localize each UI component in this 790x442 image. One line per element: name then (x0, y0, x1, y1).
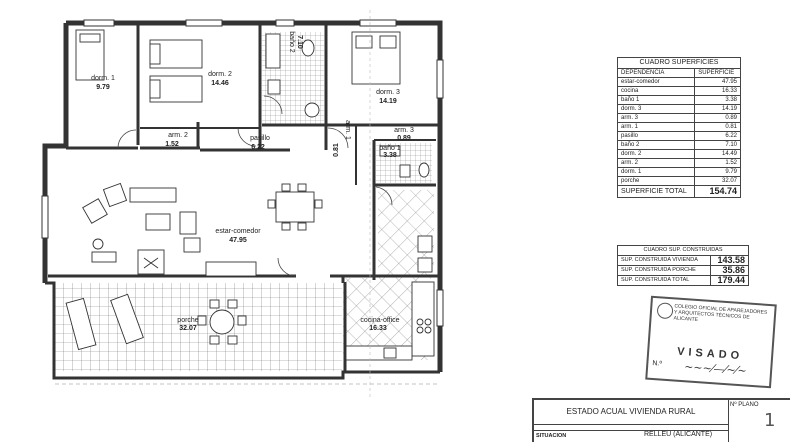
dependencia-name: arm. 1 (616, 122, 696, 132)
room-bano2-label: baño 2 (288, 31, 295, 53)
dependencia-name: dorm. 2 (616, 149, 696, 159)
dependencia-name: baño 2 (616, 140, 696, 150)
windows (41, 19, 444, 327)
superficie-total-label: SUPERFICIE TOTAL (616, 185, 696, 198)
dependencia-name: arm. 3 (616, 113, 696, 123)
room-arm2-area: 1.52 (165, 141, 179, 148)
stamp-signature: ~~~⁄—⁄~⁄~ (683, 360, 748, 378)
situacion-label: SITUACION (536, 433, 567, 439)
construidas-table: CUADRO SUP. CONSTRUIDAS SUP. CONSTRUIDA … (617, 245, 750, 286)
dependencia-value: 0.81 (694, 122, 741, 132)
dependencia-value: 7.10 (694, 140, 741, 150)
room-dorm1-area: 9.79 (96, 84, 110, 91)
room-pasillo-label: pasillo (250, 135, 270, 142)
porche-floor (54, 283, 342, 371)
floor-plan: dorm. 1 9.79 dorm. 2 14.46 dorm. 3 14.19… (41, 10, 444, 400)
room-pasillo-area: 6.22 (251, 144, 265, 151)
construida-value: 35.86 (709, 265, 750, 276)
room-dorm3-area: 14.19 (379, 98, 397, 105)
room-dorm2-label: dorm. 2 (208, 71, 232, 78)
construida-name: SUP. CONSTRUIDA PORCHE (617, 265, 711, 276)
plan-number-label: Nº PLANO (730, 402, 759, 408)
dependencia-value: 1.52 (694, 158, 741, 168)
dependencia-name: dorm. 1 (616, 167, 696, 177)
dependencia-name: dorm. 3 (616, 104, 696, 114)
stamp-college-name: COLEGIO OFICIAL DE APAREJADORES Y ARQUIT… (673, 303, 768, 324)
room-dorm3-label: dorm. 3 (376, 89, 400, 96)
furniture (65, 29, 435, 361)
dependencia-value: 3.38 (694, 95, 741, 105)
title-block: ESTADO ACUAL VIVIENDA RURAL Nº PLANO 1 S… (532, 398, 790, 442)
construida-value: 143.58 (709, 255, 750, 266)
room-cocina-label: cocina-office (360, 317, 399, 324)
room-arm3-label: arm. 3 (394, 127, 414, 134)
superficie-total-value: 154.74 (694, 185, 741, 198)
dependencia-name: arm. 2 (616, 158, 696, 168)
construidas-title: CUADRO SUP. CONSTRUIDAS (617, 245, 749, 256)
room-arm1-label: arm. 1 (344, 120, 351, 140)
dependencia-value: 14.19 (694, 104, 741, 114)
room-arm2-label: arm. 2 (168, 132, 188, 139)
dependencia-value: 6.22 (694, 131, 741, 141)
construida-name: SUP. CONSTRUIDA TOTAL (617, 275, 711, 286)
dependencia-name: cocina (616, 86, 696, 96)
room-dorm1-label: dorm. 1 (91, 75, 115, 82)
plan-number: 1 (764, 410, 776, 431)
dependencia-value: 47.95 (694, 77, 741, 87)
room-bano1-label: baño 1 (379, 145, 401, 152)
title-block-rule (534, 430, 728, 431)
room-arm3-area: 0.89 (397, 135, 411, 142)
visado-stamp: COLEGIO OFICIAL DE APAREJADORES Y ARQUIT… (645, 295, 777, 389)
col-dependencia: DEPENDENCIA (616, 68, 696, 78)
room-bano1-area: 3.38 (383, 152, 397, 159)
dependencia-value: 14.49 (694, 149, 741, 159)
dependencia-value: 9.79 (694, 167, 741, 177)
room-labels: dorm. 1 9.79 dorm. 2 14.46 dorm. 3 14.19… (91, 31, 414, 332)
college-logo-icon (656, 302, 674, 320)
superficies-title: CUADRO SUPERFICIES (617, 57, 741, 69)
room-porche-area: 32.07 (179, 325, 197, 332)
doors (117, 95, 393, 277)
situacion-value: RELLEU (ALICANTE) (644, 431, 713, 438)
dependencia-value: 0.89 (694, 113, 741, 123)
room-estar-area: 47.95 (229, 237, 247, 244)
construida-name: SUP. CONSTRUIDA VIVIENDA (617, 255, 711, 266)
dependencia-name: estar-comedor (616, 77, 696, 87)
dependencia-name: baño 1 (616, 95, 696, 105)
dependencia-value: 16.33 (694, 86, 741, 96)
title-block-divider (728, 400, 729, 442)
construida-value: 179.44 (709, 275, 750, 286)
plan-title: ESTADO ACUAL VIVIENDA RURAL (534, 400, 729, 425)
stamp-number-label: N.º (652, 359, 663, 368)
superficies-table: CUADRO SUPERFICIES DEPENDENCIA SUPERFICI… (616, 57, 741, 198)
dependencia-name: pasillo (616, 131, 696, 141)
room-estar-label: estar-comedor (215, 228, 261, 235)
room-porche-label: porche (177, 317, 199, 324)
dependencia-name: porche (616, 176, 696, 186)
room-dorm2-area: 14.46 (211, 80, 229, 87)
room-cocina-area: 16.33 (369, 325, 387, 332)
room-bano2-area: 7.10 (296, 35, 303, 49)
dependencia-value: 32.07 (694, 176, 741, 186)
col-superficie: SUPERFICIE (694, 68, 741, 78)
room-arm1-area: 0.81 (333, 143, 340, 157)
